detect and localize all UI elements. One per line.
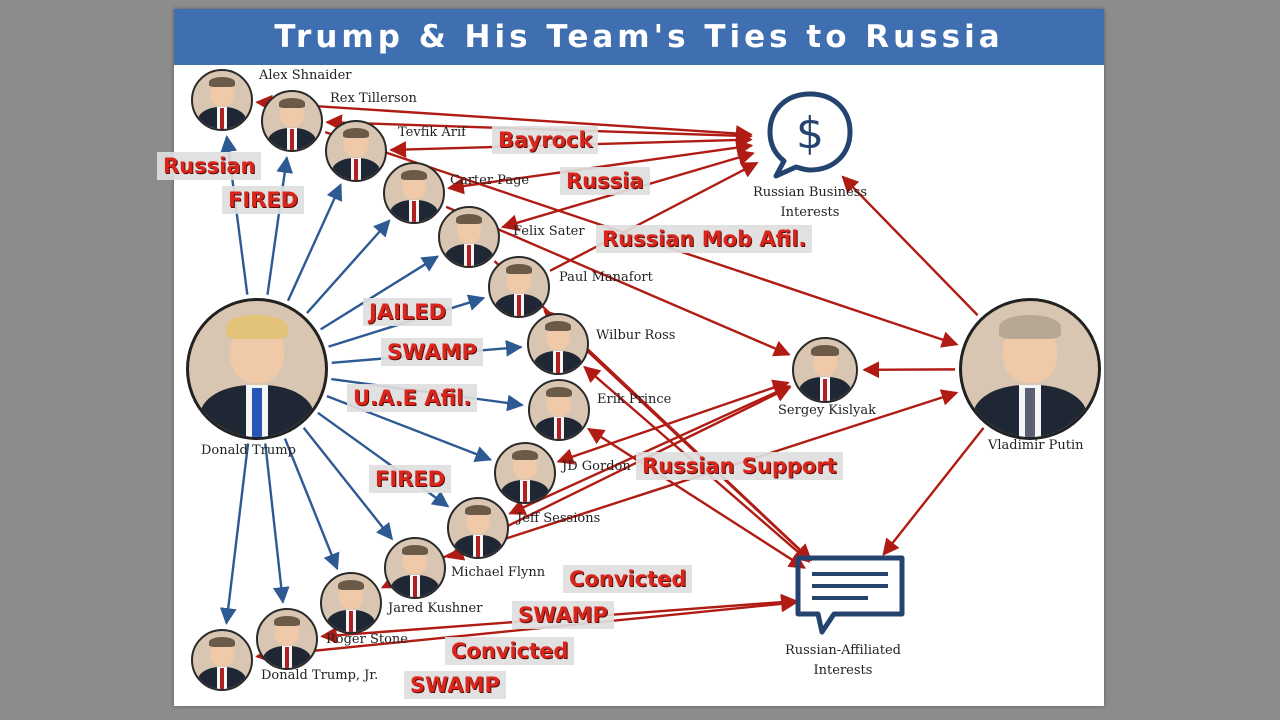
portrait-gordon (494, 442, 556, 504)
tag-swamp1: SWAMP (381, 338, 483, 366)
tag-uae: U.A.E Afil. (347, 384, 478, 412)
portrait-ross (527, 313, 589, 375)
name-gordon: JD Gordon (562, 459, 631, 474)
arrow-sater-affiliated (493, 260, 812, 562)
name-prince: Erik Prince (597, 392, 672, 407)
text-speech-bubble-icon (795, 555, 905, 635)
title-banner: Trump & His Team's Ties to Russia (174, 9, 1104, 65)
hub-label-affiliated: Russian-Affiliated Interests (784, 643, 902, 678)
diagram-title: Trump & His Team's Ties to Russia (274, 19, 1004, 55)
portrait-kushner (320, 572, 382, 634)
arrow-trump-to-sater (320, 255, 440, 331)
arrow-putin-business (841, 175, 979, 317)
portrait-trumpjr (191, 629, 253, 691)
tag-bayrock: Bayrock (492, 126, 599, 154)
portrait-tillerson (261, 90, 323, 152)
arrow-trump-to-page (306, 219, 391, 314)
tag-russian: Russian (157, 152, 262, 180)
portrait-sessions (447, 497, 509, 559)
tag-mob: Russian Mob Afil. (596, 225, 813, 253)
svg-text:$: $ (796, 108, 824, 159)
arrow-trump-to-tillerson (266, 155, 294, 295)
name-kushner: Jared Kushner (388, 601, 483, 616)
name-kislyak: Sergey Kislyak (778, 403, 876, 418)
name-manafort: Paul Manafort (559, 270, 653, 285)
tag-jailed: JAILED (363, 298, 453, 326)
arrow-trump-to-flynn (302, 426, 394, 541)
portrait-manafort (488, 256, 550, 318)
portrait-trump (186, 298, 328, 440)
name-ross: Wilbur Ross (596, 328, 676, 343)
arrow-trump-to-arif (286, 183, 343, 302)
arrow-gordon-kislyak (556, 379, 790, 465)
tag-swamp3: SWAMP (404, 671, 506, 699)
portrait-arif (325, 120, 387, 182)
tag-fired1: FIRED (222, 186, 305, 214)
portrait-putin (959, 298, 1101, 440)
arrow-putin-affiliated (882, 427, 985, 556)
name-flynn: Michael Flynn (451, 565, 546, 580)
name-stone: Roger Stone (326, 632, 408, 647)
portrait-sater (438, 206, 500, 268)
tag-convicted2: Convicted (445, 637, 575, 665)
name-shnaider: Alex Shnaider (259, 68, 352, 83)
name-sessions: Jeff Sessions (517, 511, 601, 526)
portrait-kislyak (792, 337, 858, 403)
name-putin: Vladimir Putin (988, 438, 1084, 453)
portrait-stone (256, 608, 318, 670)
portrait-prince (528, 379, 590, 441)
tag-support: Russian Support (636, 452, 843, 480)
arrow-trump-to-trumpjr (219, 443, 250, 625)
hub-label-business: Russian Business Interests (752, 185, 868, 220)
name-trump: Donald Trump (201, 443, 296, 458)
portrait-page (383, 162, 445, 224)
arrow-trump-to-kushner (283, 438, 340, 571)
tag-swamp2: SWAMP (512, 601, 614, 629)
name-tillerson: Rex Tillerson (330, 91, 417, 106)
dollar-speech-bubble-icon: $ (767, 91, 853, 179)
arrow-kushner-kislyak (380, 386, 792, 589)
arrow-trumpjr-affiliated (255, 595, 798, 664)
tag-russia: Russia (560, 167, 650, 195)
name-arif: Tevfik Arif (398, 125, 466, 140)
tag-convicted1: Convicted (563, 565, 693, 593)
name-page: Carter Page (450, 173, 530, 188)
portrait-shnaider (191, 69, 253, 131)
portrait-flynn (384, 537, 446, 599)
arrow-trump-to-stone (264, 443, 290, 604)
name-sater: Felix Sater (513, 224, 585, 239)
tag-fired2: FIRED (369, 465, 452, 493)
arrow-prince-affiliated (587, 427, 806, 569)
arrow-manafort-business (549, 161, 759, 272)
name-trumpjr: Donald Trump, Jr. (261, 668, 379, 683)
